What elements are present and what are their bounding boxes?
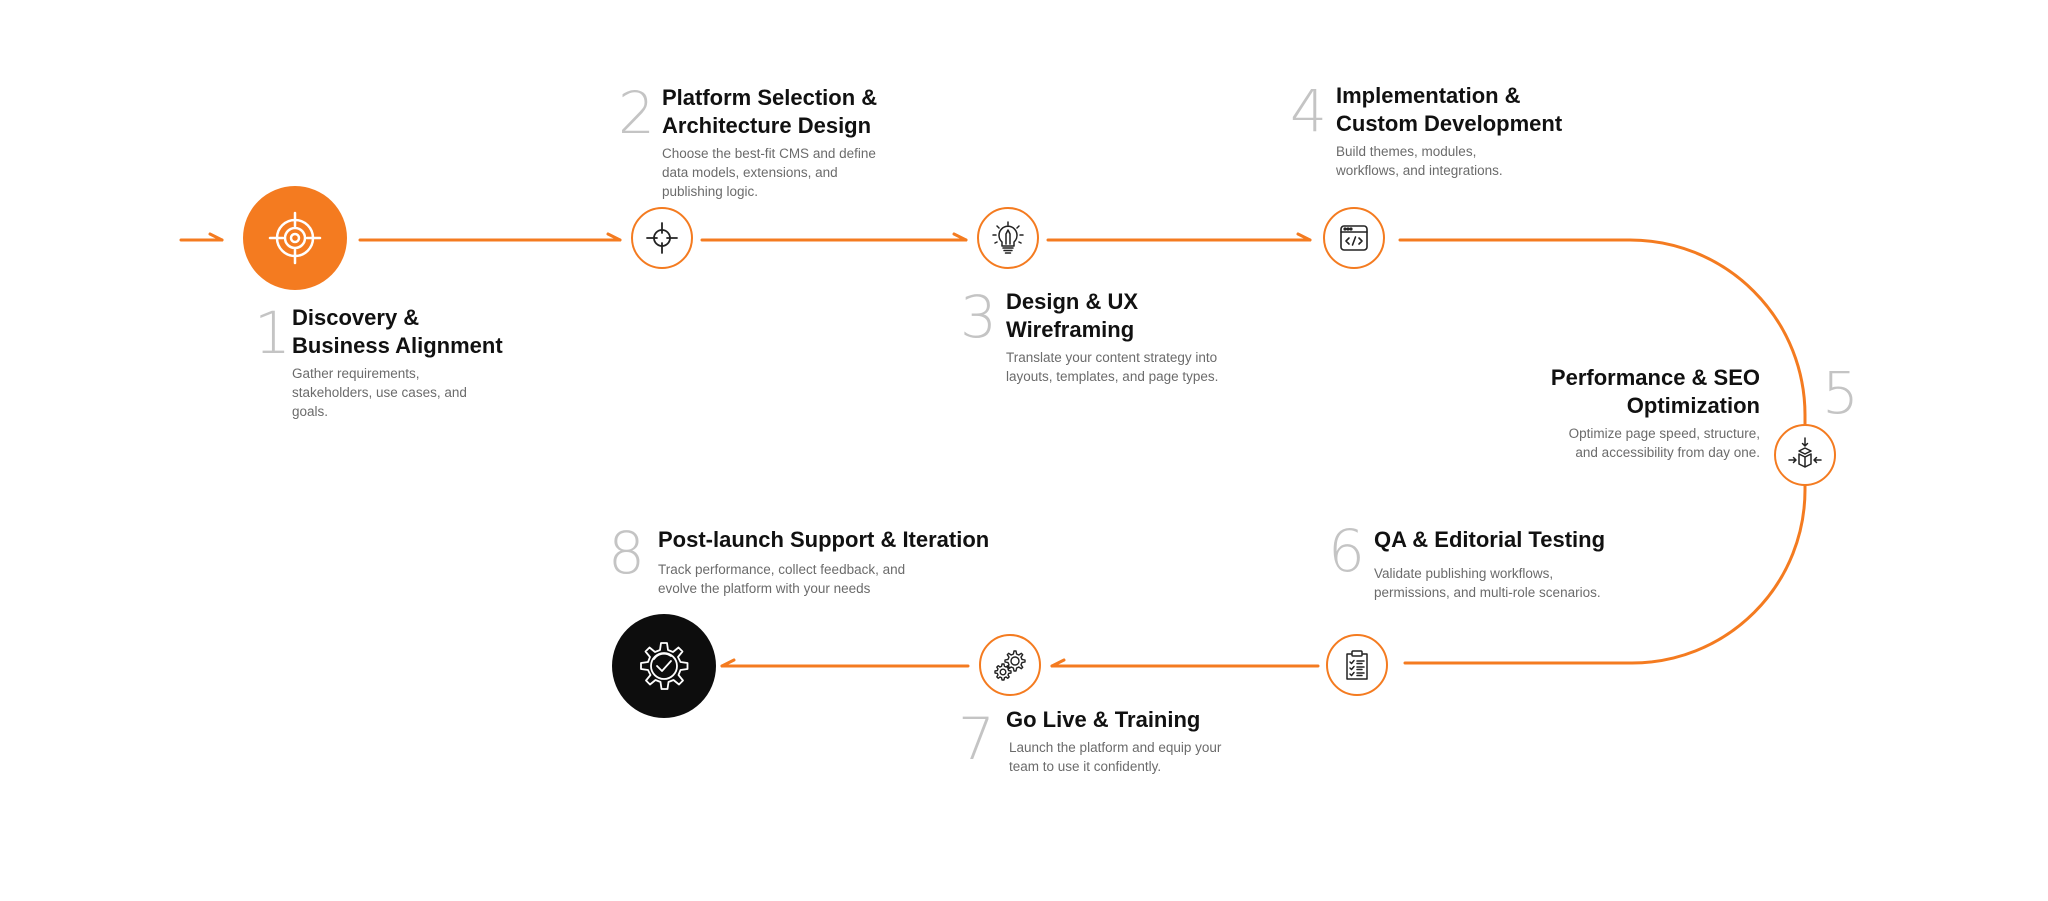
- box-compress-icon: [1788, 437, 1822, 468]
- step-6-node[interactable]: [1326, 634, 1388, 696]
- step-4-node[interactable]: [1323, 207, 1385, 269]
- step-8-title: Post-launch Support & Iteration: [658, 527, 990, 552]
- step-2-number: 2: [618, 79, 655, 147]
- step-7-description: Launch the platform and equip your team …: [1009, 740, 1222, 774]
- step-1-description: Gather requirements, stakeholders, use c…: [292, 366, 467, 419]
- lightbulb-pencil-icon: [992, 221, 1024, 254]
- step-5-description: Optimize page speed, structure, and acce…: [1568, 426, 1760, 460]
- step-8-text: Post-launch Support & Iteration Track pe…: [658, 526, 1078, 598]
- step-4-description: Build themes, modules, workflows, and in…: [1336, 144, 1503, 178]
- step-2-node[interactable]: [631, 207, 693, 269]
- step-5-text: Performance & SEO Optimization Optimize …: [1440, 364, 1760, 462]
- step-3-title-line2: Wireframing: [1006, 317, 1135, 342]
- gears-icon: [994, 650, 1026, 681]
- gear-check-icon: [640, 642, 689, 690]
- step-8-node[interactable]: [612, 614, 716, 718]
- step-6-title: QA & Editorial Testing: [1374, 527, 1606, 552]
- clipboard-checklist-icon: [1346, 650, 1368, 680]
- step-4-text: Implementation & Custom Development Buil…: [1336, 82, 1656, 180]
- step-5-title-line2: Optimization: [1626, 393, 1760, 418]
- step-2-title-line1: Platform Selection &: [662, 85, 878, 110]
- step-1-node[interactable]: [243, 186, 347, 290]
- step-3-text: Design & UX Wireframing Translate your c…: [1006, 288, 1306, 386]
- step-3-number: 3: [960, 283, 997, 351]
- target-icon: [268, 211, 322, 265]
- step-4-title-line1: Implementation &: [1336, 83, 1521, 108]
- step-5-number: 5: [1822, 359, 1859, 427]
- step-4-number: 4: [1290, 77, 1327, 145]
- step-5-title-line1: Performance & SEO: [1550, 365, 1760, 390]
- step-2-description: Choose the best-fit CMS and define data …: [662, 146, 876, 199]
- step-1-text: Discovery & Business Alignment Gather re…: [292, 304, 552, 421]
- step-6-description: Validate publishing workflows, permissio…: [1374, 566, 1601, 600]
- step-7-number: 7: [958, 705, 995, 773]
- step-5-node[interactable]: [1774, 424, 1836, 486]
- step-2-text: Platform Selection & Architecture Design…: [662, 84, 962, 201]
- step-7-title: Go Live & Training: [1006, 707, 1201, 732]
- code-window-icon: [1340, 225, 1368, 251]
- step-7-node[interactable]: [979, 634, 1041, 696]
- step-8-description: Track performance, collect feedback, and…: [658, 562, 906, 596]
- step-4-title-line2: Custom Development: [1336, 111, 1563, 136]
- step-1-title-line1: Discovery &: [292, 305, 420, 330]
- step-2-title-line2: Architecture Design: [662, 113, 872, 138]
- step-3-node[interactable]: [977, 207, 1039, 269]
- step-3-description: Translate your content strategy into lay…: [1006, 350, 1219, 384]
- step-6-text: QA & Editorial Testing Validate publishi…: [1374, 526, 1714, 602]
- step-3-title-line1: Design & UX: [1006, 289, 1139, 314]
- step-6-number: 6: [1328, 517, 1365, 585]
- step-1-number: 1: [254, 299, 291, 367]
- step-7-text: Go Live & Training Launch the platform a…: [1006, 706, 1326, 776]
- step-1-title-line2: Business Alignment: [292, 333, 503, 358]
- crosshair-icon: [646, 222, 678, 254]
- step-8-number: 8: [608, 519, 645, 587]
